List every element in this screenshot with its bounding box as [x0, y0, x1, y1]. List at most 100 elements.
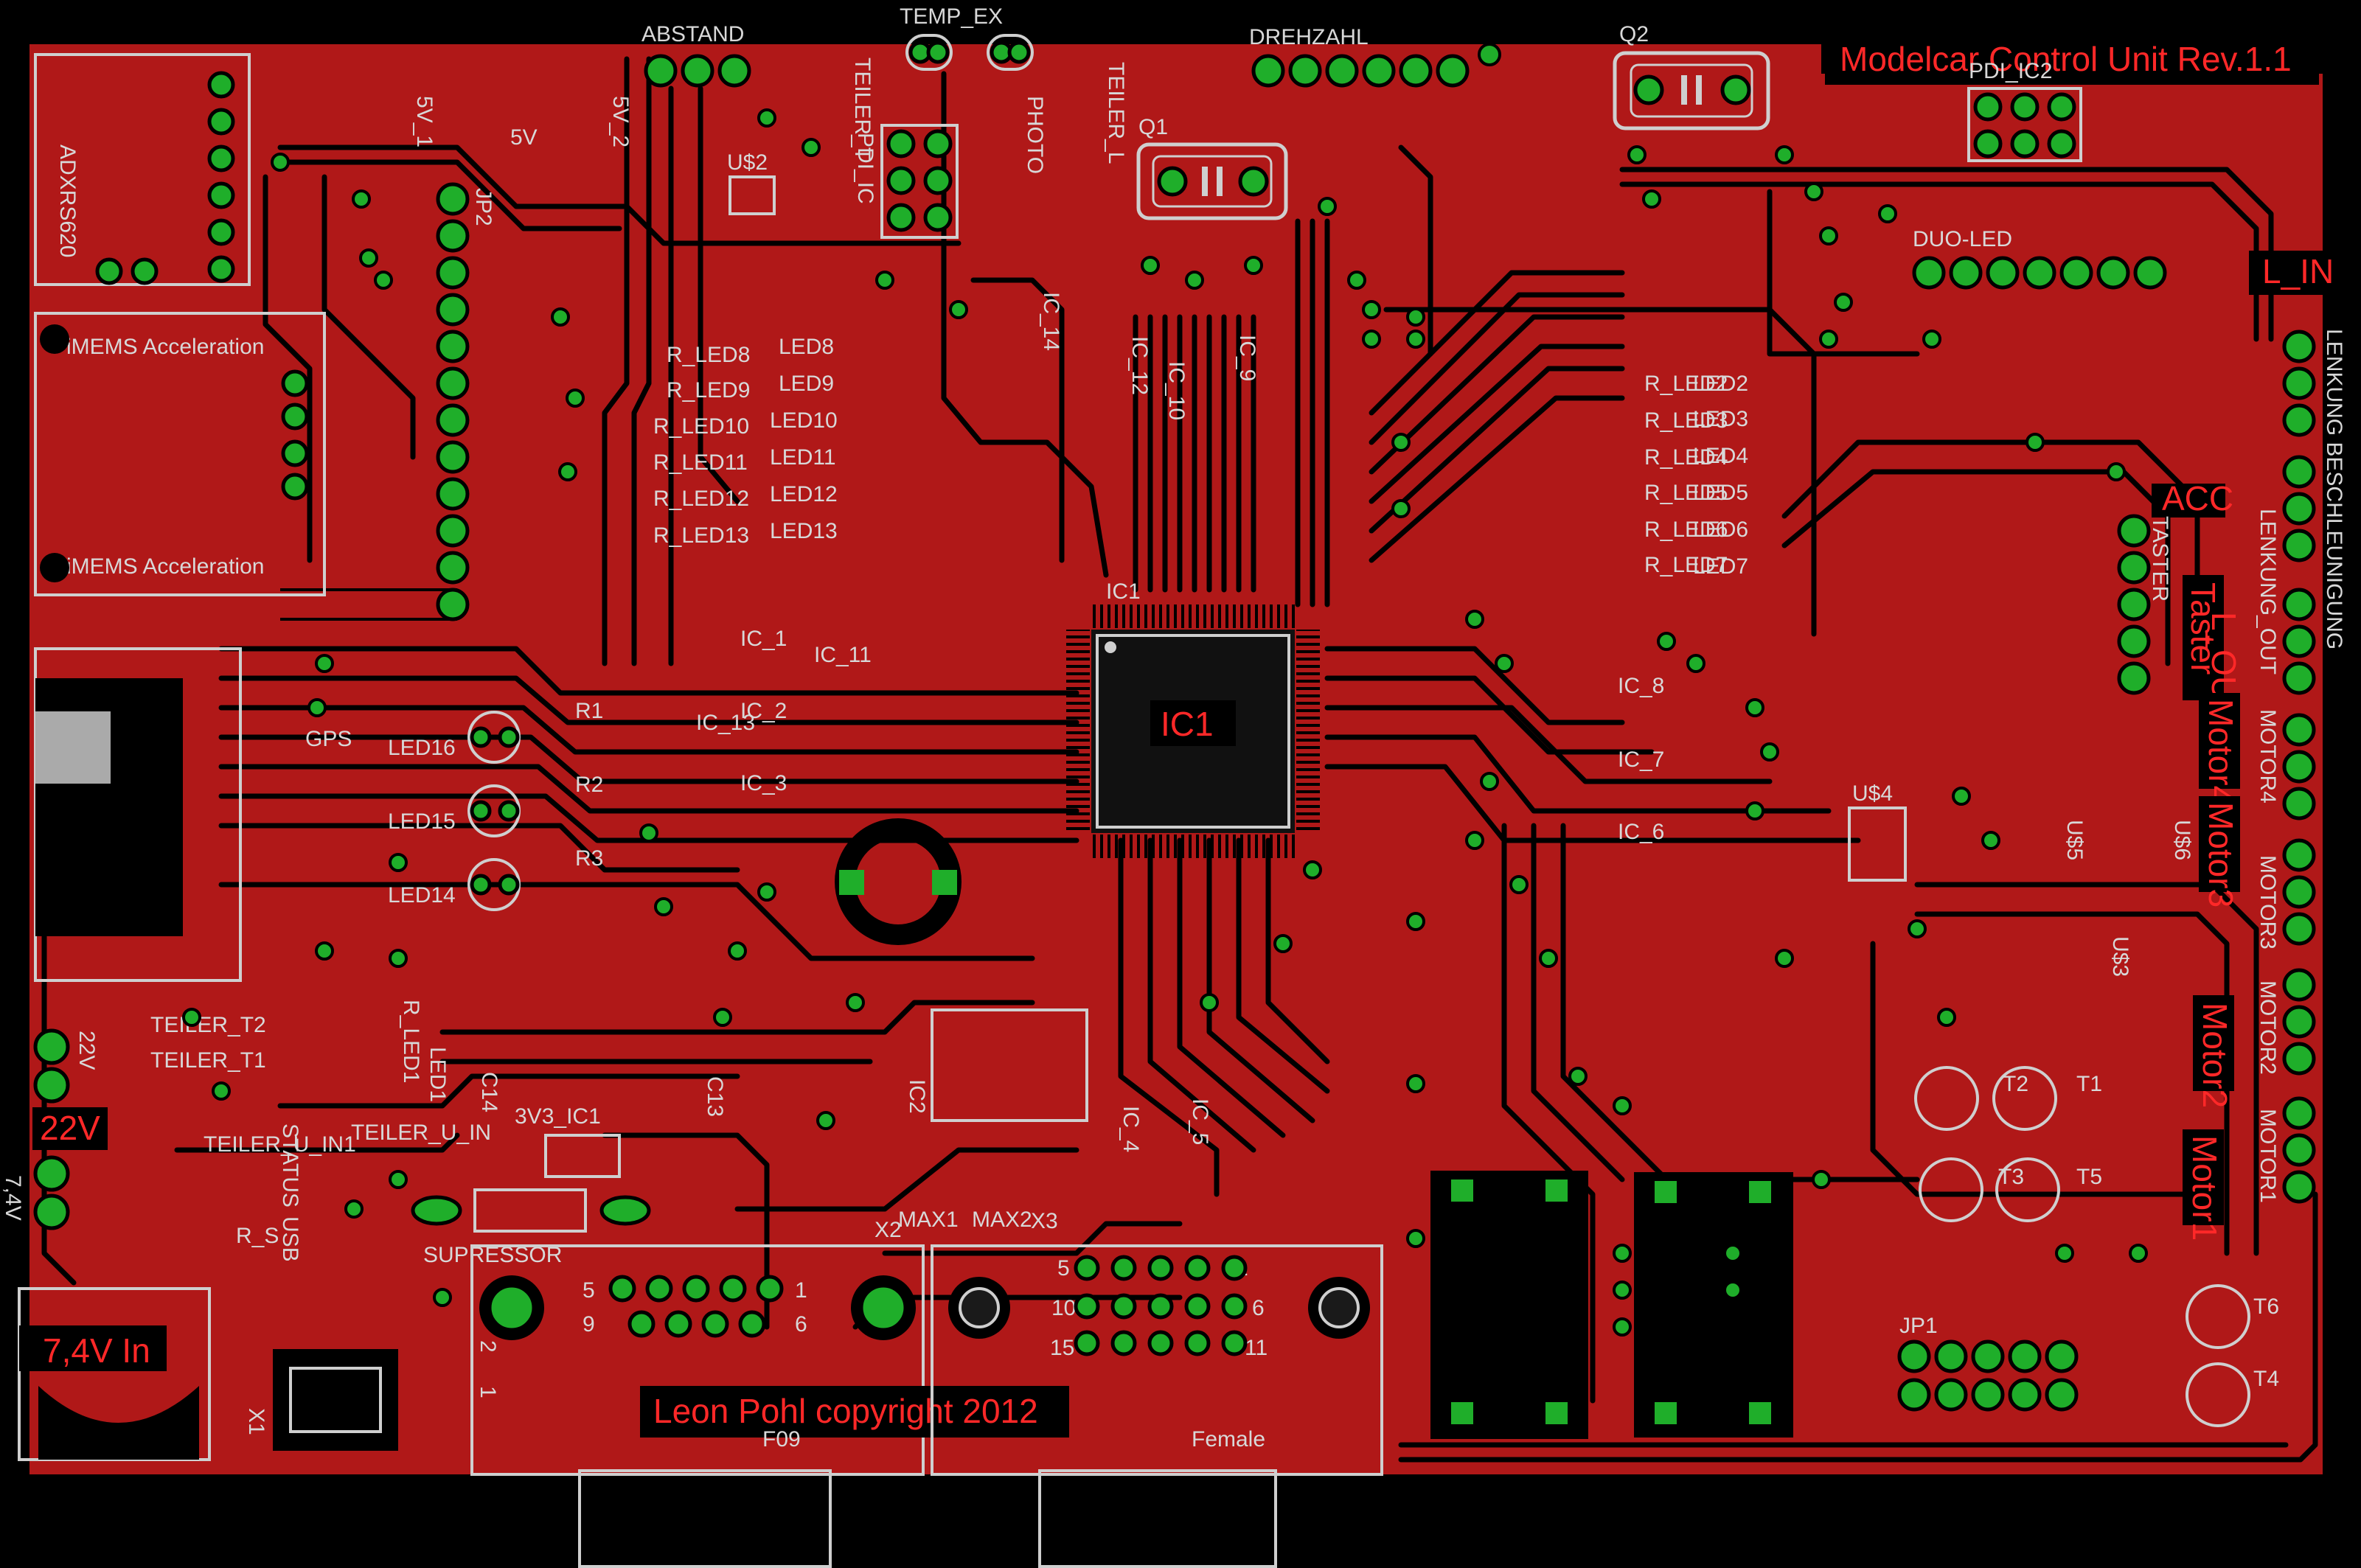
- teiler-t2-label: TEILER_T2: [150, 1013, 266, 1037]
- led-group-left: R_LED8 R_LED9 R_LED10 R_LED11 R_LED12 R_…: [653, 335, 838, 548]
- motor1-label: Motor1: [2186, 1135, 2224, 1241]
- teiler-t1-label: TEILER_T1: [150, 1048, 266, 1073]
- q1-label: Q1: [1138, 115, 1168, 139]
- r-led2-label: R_LED2: [1644, 372, 1728, 396]
- drehzahl-connector: DREHZAHL: [1249, 25, 1501, 88]
- r-led11-label: R_LED11: [653, 450, 748, 475]
- r-s-label: R_S: [236, 1224, 279, 1248]
- q2-label: Q2: [1619, 22, 1649, 46]
- r-led12-label: R_LED12: [653, 487, 749, 511]
- status-label: STATUS: [278, 1123, 302, 1208]
- t5-label: T5: [2076, 1165, 2102, 1189]
- led7-label: LED7: [1693, 554, 1748, 579]
- r-led10-label: R_LED10: [653, 414, 749, 439]
- motor3-connector-label: MOTOR3: [2256, 855, 2280, 949]
- motor1-connector-label: MOTOR1: [2256, 1109, 2280, 1203]
- led5-label: LED5: [1693, 481, 1748, 505]
- imems-label-bottom: iMEMS Acceleration: [66, 554, 264, 579]
- copyright-text: Leon Pohl copyright 2012: [653, 1392, 1038, 1430]
- led15-label: LED15: [388, 809, 456, 834]
- c14-label: C14: [477, 1072, 501, 1112]
- us2-label: U$2: [727, 150, 768, 175]
- ic-5-label: IC_5: [1188, 1098, 1212, 1145]
- duo-led-label: DUO-LED: [1913, 227, 2012, 251]
- adxrs620-label: ADXRS620: [55, 144, 80, 257]
- 22v-small-label: 22V: [74, 1031, 99, 1070]
- us3-label: U$3: [2108, 936, 2132, 977]
- ic1-label: IC1: [1106, 579, 1141, 604]
- teiler-u-in1-label: TEILER_U_IN1: [204, 1132, 356, 1157]
- photo-label: PHOTO: [1023, 96, 1047, 174]
- t4-label: T4: [2253, 1367, 2279, 1391]
- ic1-center-label: IC1: [1161, 705, 1214, 743]
- motor4-connector-label: MOTOR4: [2256, 709, 2280, 804]
- motor3-label: Motor3: [2202, 802, 2240, 907]
- r-led9-label: R_LED9: [667, 378, 750, 403]
- motor2-label: Motor2: [2196, 1003, 2234, 1108]
- teiler-u-in-label: TEILER_U_IN: [351, 1121, 491, 1145]
- abstand-label: ABSTAND: [641, 22, 744, 46]
- dsub-x3-female: X3 5 1 10 6 15 11 Female: [931, 1209, 1383, 1568]
- us6-label: U$6: [2170, 820, 2194, 860]
- led13-label: LED13: [770, 519, 838, 543]
- x2-pin5-label: 5: [583, 1278, 595, 1303]
- motor-labels: Motor4 Motor3 Motor2 Motor1: [2183, 693, 2240, 1241]
- pdi-ic2-header: PDI_IC2: [1967, 59, 2082, 162]
- teiler-t-label: TEILER_T: [850, 58, 874, 161]
- ic-7-label: IC_7: [1618, 748, 1664, 772]
- r-led1-label: R_LED1: [399, 1000, 423, 1083]
- ic-1-label: IC_1: [740, 627, 787, 651]
- x3-pin15-label: 15: [1050, 1336, 1074, 1360]
- adxrs620-module: ADXRS620: [34, 53, 251, 286]
- r2-label: R2: [575, 773, 603, 797]
- 7-4v-in-label: 7,4V In: [43, 1331, 150, 1370]
- jp1-header: JP1: [1897, 1314, 2079, 1412]
- mcu-ic1: IC1 IC1: [1066, 579, 1320, 858]
- ic-2-label: IC_2: [740, 699, 787, 723]
- relay-left: [1430, 1171, 1588, 1439]
- battery-connectors: 22V 22V 7,4V 7,4V In: [1, 1028, 211, 1461]
- ic-13-label: IC_13: [696, 711, 755, 735]
- r-led13-label: R_LED13: [653, 523, 749, 548]
- teiler-photo-area: TEILER_T PHOTO TEILER_L U$2: [727, 58, 1128, 215]
- label-5v-1: 5V_1: [412, 96, 437, 147]
- r-led3-label: R_LED3: [1644, 408, 1728, 433]
- x3-pin6-label: 6: [1252, 1296, 1265, 1320]
- led-group-right: R_LED2 R_LED3 R_LED4 R_LED5 R_LED6 R_LED…: [1644, 372, 1748, 579]
- r1-label: R1: [575, 699, 603, 723]
- board-title-block: Modelcar Control Unit Rev.1.1: [1825, 33, 2319, 85]
- drehzahl-label: DREHZAHL: [1249, 25, 1369, 49]
- lenkung-out-label: LENKUNG_OUT: [2256, 509, 2280, 675]
- us4-label: U$4: [1852, 781, 1893, 806]
- led1-label: LED1: [425, 1047, 450, 1102]
- right-edge-connectors: LENKUNG BESCHLEUNIGUNG LENKUNG_OUT MOTOR…: [2256, 329, 2346, 1204]
- led16-label: LED16: [388, 736, 456, 760]
- x3-pin5-label: 5: [1057, 1256, 1070, 1280]
- c13-label: C13: [703, 1076, 727, 1117]
- female-label: Female: [1192, 1427, 1265, 1452]
- lenkung-beschleunigung-label: LENKUNG BESCHLEUNIGUNG: [2322, 329, 2346, 649]
- ic10-label: IC_10: [1164, 361, 1189, 420]
- led8-label: LED8: [779, 335, 834, 359]
- pdi-ic-header: PDI_IC: [853, 124, 959, 239]
- led4-label: LED4: [1693, 444, 1748, 468]
- ic2-label: IC2: [905, 1079, 929, 1114]
- 22v-label: 22V: [40, 1109, 100, 1147]
- label-5v: 5V: [510, 125, 538, 150]
- taster-red-label: Taster: [2184, 582, 2222, 675]
- x1-label: X1: [244, 1408, 268, 1435]
- led14-label: LED14: [388, 883, 456, 907]
- led11-label: LED11: [770, 445, 836, 470]
- ic14-label: IC_14: [1039, 292, 1063, 351]
- jp2-header: JP2: [436, 182, 496, 621]
- power-input-section: TEILER_T2 TEILER_T1 R_LED1 LED1 C14 3V3_…: [150, 1000, 727, 1267]
- usb-label: USB: [278, 1216, 302, 1262]
- ic-4-label: IC_4: [1119, 1106, 1143, 1152]
- gps-module: GPS: [34, 647, 352, 982]
- f09-label: F09: [762, 1427, 801, 1452]
- r-led7-label: R_LED7: [1644, 553, 1728, 577]
- ic-3-label: IC_3: [740, 771, 787, 795]
- r-led6-label: R_LED6: [1644, 518, 1728, 542]
- ic-11-label: IC_11: [814, 643, 872, 667]
